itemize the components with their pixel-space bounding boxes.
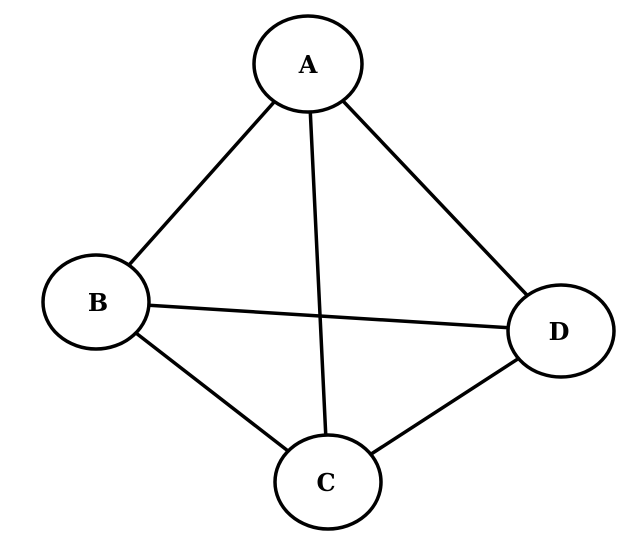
- node-b-ellipse: [41, 253, 151, 351]
- node-c-ellipse: [273, 433, 383, 531]
- edge-a-c: [306, 62, 330, 484]
- edge-b-d: [94, 300, 563, 333]
- node-c-label: C: [316, 468, 335, 497]
- node-a-ellipse: [252, 14, 364, 114]
- node-a-label: A: [298, 50, 318, 79]
- node-b: B: [41, 253, 151, 351]
- node-b-label: B: [88, 288, 108, 317]
- node-d-label: D: [549, 317, 570, 346]
- nodes-group: A B C D: [41, 14, 616, 531]
- node-d-ellipse: [506, 283, 616, 379]
- edge-a-b: [94, 62, 310, 304]
- edges-group: [94, 62, 563, 484]
- node-d: D: [506, 283, 616, 379]
- node-a: A: [252, 14, 364, 114]
- node-c: C: [273, 433, 383, 531]
- edge-a-d: [306, 62, 563, 333]
